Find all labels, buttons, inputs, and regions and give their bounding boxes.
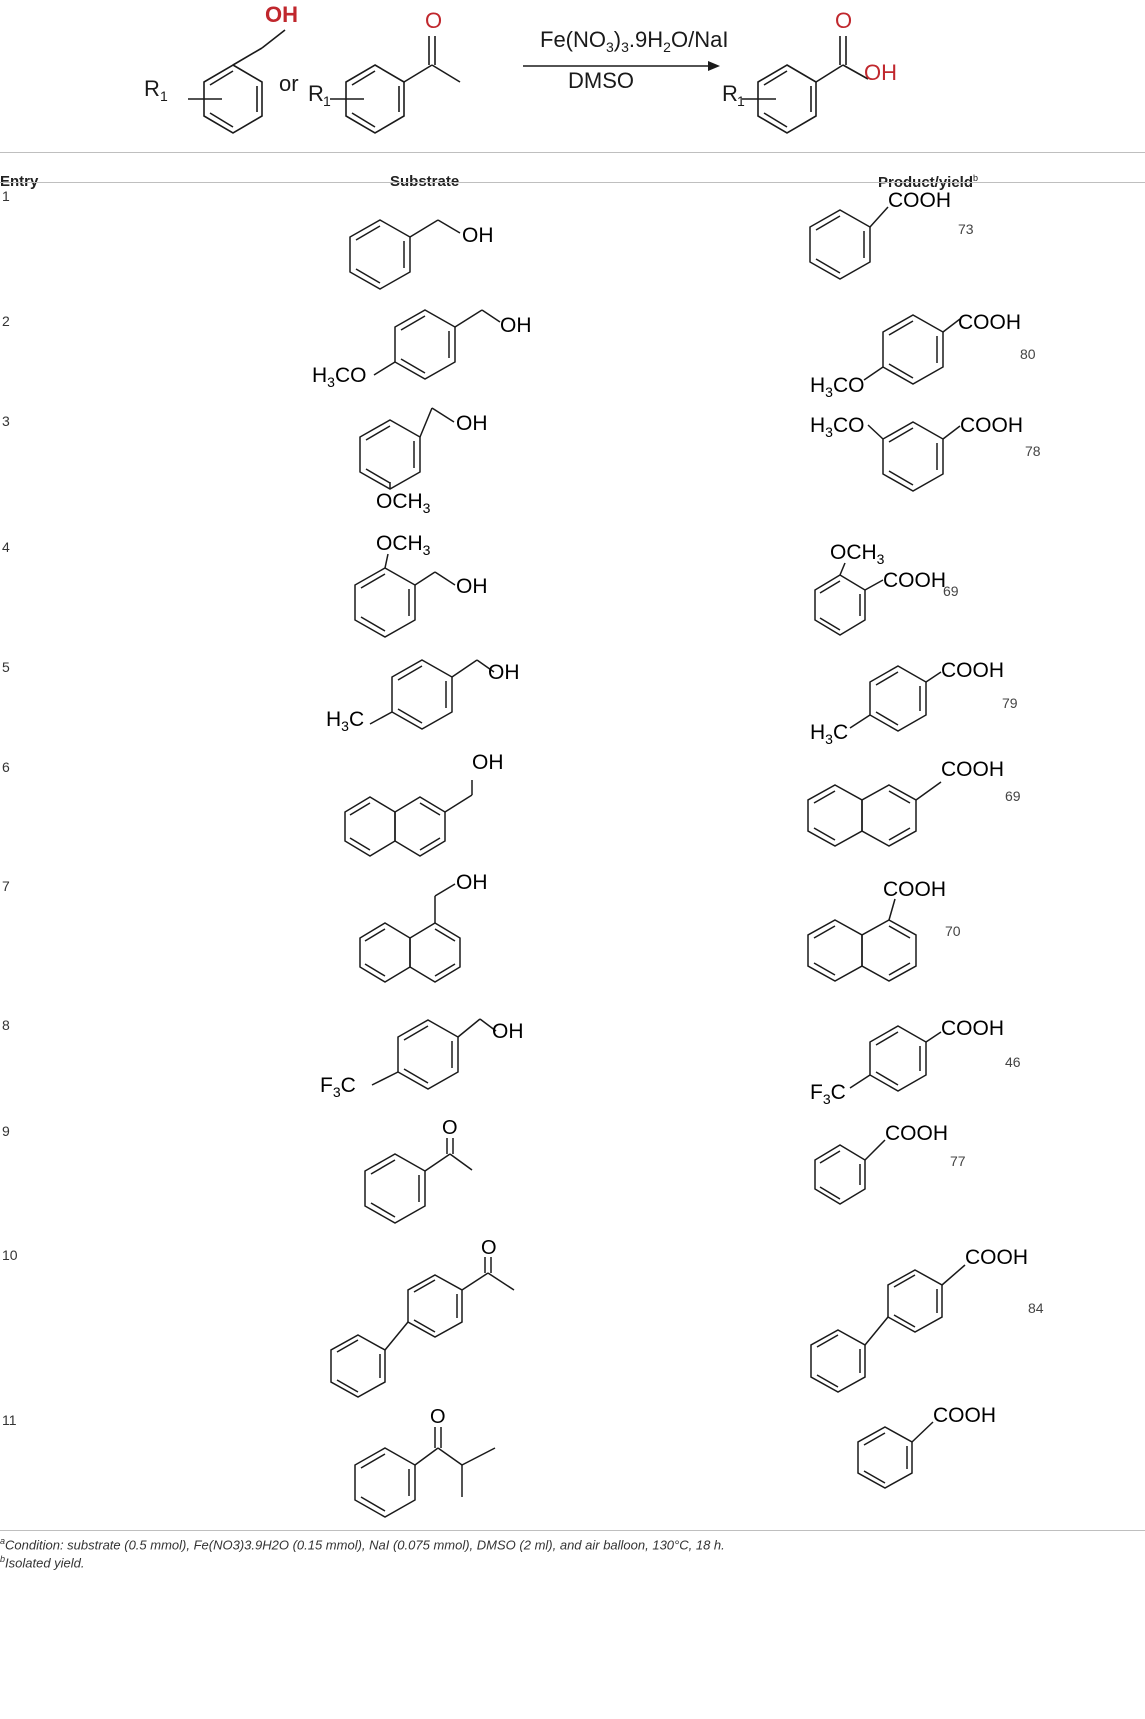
entry-number: 6 <box>2 759 10 775</box>
svg-text:or: or <box>279 71 299 96</box>
svg-text:COOH: COOH <box>941 659 1004 682</box>
product-structure: COOH <box>857 1404 996 1489</box>
svg-text:COOH: COOH <box>960 414 1023 437</box>
entry-number: 5 <box>2 659 10 675</box>
svg-text:O: O <box>430 1406 446 1428</box>
entry-number: 8 <box>2 1017 10 1033</box>
header-substrate: Substrate <box>390 173 460 190</box>
product-structure: COOH <box>809 189 951 280</box>
entry-number: 9 <box>2 1123 10 1139</box>
substrate-structure: O <box>364 1117 473 1224</box>
svg-text:OCH3: OCH3 <box>830 541 885 567</box>
product-structure: COOH H3CO <box>810 311 1021 400</box>
yield-value: 73 <box>958 221 974 237</box>
svg-text:COOH: COOH <box>888 189 951 212</box>
svg-text:COOH: COOH <box>965 1246 1028 1269</box>
svg-text:H3CO: H3CO <box>810 414 864 440</box>
svg-text:1: 1 <box>323 93 331 109</box>
substrate-structure: OH <box>349 219 494 290</box>
svg-text:R: R <box>308 81 324 106</box>
footnote-isolated-yield: bIsolated yield. <box>0 1554 85 1571</box>
product-structure: H3CO COOH <box>810 414 1023 492</box>
yield-value: 84 <box>1028 1300 1044 1316</box>
product-structure: COOH H3C <box>810 659 1004 747</box>
entry-number: 2 <box>2 313 10 329</box>
svg-text:OH: OH <box>488 661 520 684</box>
svg-text:COOH: COOH <box>933 1404 996 1427</box>
substrate-structure: OH H3C <box>326 659 520 734</box>
yield-value: 70 <box>945 923 961 939</box>
svg-text:O: O <box>481 1237 497 1259</box>
svg-text:O: O <box>835 8 852 33</box>
yield-value: 79 <box>1002 695 1018 711</box>
svg-text:H3C: H3C <box>810 721 848 747</box>
entry-number: 4 <box>2 539 10 555</box>
yield-value: 69 <box>943 583 959 599</box>
yield-value: 46 <box>1005 1054 1021 1070</box>
svg-text:COOH: COOH <box>958 311 1021 334</box>
svg-text:O: O <box>425 8 442 33</box>
svg-text:H3C: H3C <box>326 708 364 734</box>
product-structure: OCH3 COOH <box>814 541 946 636</box>
svg-text:R: R <box>722 81 738 106</box>
entry-number: 1 <box>2 188 10 204</box>
table-bottom-rule <box>0 1530 1145 1531</box>
substrate-structure: OH <box>359 871 488 983</box>
table-header-rule <box>0 182 1145 183</box>
svg-text:F3C: F3C <box>810 1081 846 1107</box>
substrate-structure: OH H3CO <box>312 309 532 390</box>
svg-text:OCH3: OCH3 <box>376 490 431 516</box>
substrate-structure: O <box>354 1406 496 1518</box>
svg-text:OH: OH <box>456 412 488 435</box>
reaction-scheme: R 1 OH or R 1 O Fe(NO3)3.9H2O/NaI DMSO R… <box>144 2 897 134</box>
svg-text:R: R <box>144 76 160 101</box>
svg-text:OH: OH <box>492 1020 524 1043</box>
svg-text:1: 1 <box>737 93 745 109</box>
svg-text:OH: OH <box>500 314 532 337</box>
svg-text:COOH: COOH <box>883 878 946 901</box>
svg-text:OH: OH <box>265 2 298 27</box>
svg-text:COOH: COOH <box>941 1017 1004 1040</box>
svg-text:F3C: F3C <box>320 1074 356 1100</box>
svg-text:1: 1 <box>160 88 168 104</box>
svg-text:H3CO: H3CO <box>312 364 366 390</box>
svg-text:OH: OH <box>864 60 897 85</box>
product-structure: COOH <box>807 758 1004 847</box>
substrate-structure: OH OCH3 <box>359 407 488 516</box>
svg-text:OH: OH <box>472 751 504 774</box>
footnote-condition: aCondition: substrate (0.5 mmol), Fe(NO3… <box>0 1536 725 1553</box>
svg-text:OCH3: OCH3 <box>376 532 431 558</box>
product-structure: COOH <box>810 1246 1028 1393</box>
svg-text:OH: OH <box>456 575 488 598</box>
yield-value: 69 <box>1005 788 1021 804</box>
header-entry: Entry <box>0 173 39 190</box>
svg-text:OH: OH <box>456 871 488 894</box>
entry-number: 10 <box>2 1247 18 1263</box>
product-structure: COOH <box>814 1122 948 1205</box>
substrate-structure: OCH3 OH <box>354 532 488 638</box>
yield-value: 77 <box>950 1153 966 1169</box>
product-structure: COOH F3C <box>810 1017 1004 1107</box>
svg-text:H3CO: H3CO <box>810 374 864 400</box>
entry-number: 11 <box>2 1412 17 1428</box>
svg-text:COOH: COOH <box>941 758 1004 781</box>
svg-text:O: O <box>442 1117 458 1139</box>
svg-text:COOH: COOH <box>883 569 946 592</box>
svg-text:OH: OH <box>462 224 494 247</box>
substrate-structure: OH <box>344 751 504 857</box>
yield-value: 78 <box>1025 443 1041 459</box>
svg-text:DMSO: DMSO <box>568 68 634 93</box>
reaction-conditions-top: Fe(NO3)3.9H2O/NaI <box>540 27 728 55</box>
table-top-rule <box>0 152 1145 153</box>
entry-number: 3 <box>2 413 10 429</box>
product-structure: COOH <box>807 878 946 982</box>
yield-value: 80 <box>1020 346 1036 362</box>
entry-number: 7 <box>2 878 10 894</box>
svg-text:COOH: COOH <box>885 1122 948 1145</box>
substrate-structure: OH F3C <box>320 1018 524 1100</box>
substrate-structure: O <box>330 1237 515 1398</box>
